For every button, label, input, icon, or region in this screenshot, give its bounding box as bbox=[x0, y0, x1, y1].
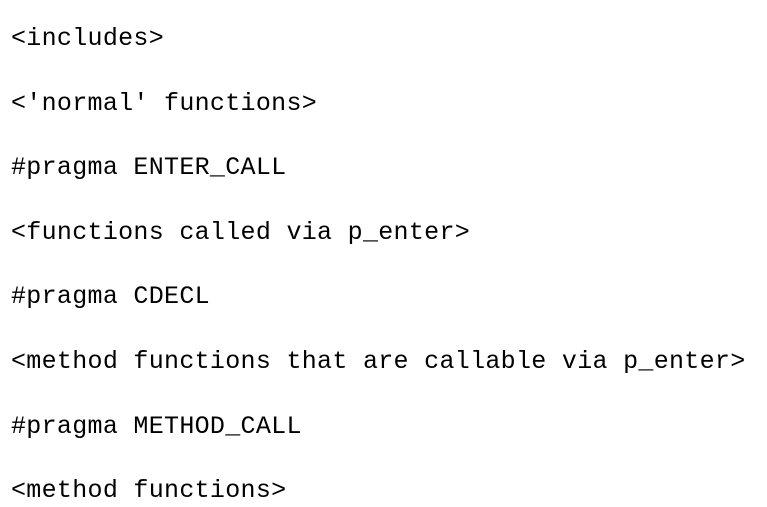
code-line: <method functions that are callable via … bbox=[11, 346, 746, 376]
code-line: <includes> bbox=[11, 24, 165, 53]
code-line: #pragma METHOD_CALL bbox=[11, 411, 302, 441]
code-line: #pragma ENTER_CALL bbox=[11, 153, 287, 183]
code-line: <method functions> bbox=[11, 476, 287, 506]
code-line: <'normal' functions> bbox=[11, 88, 318, 118]
code-line: <functions called via p_enter> bbox=[11, 217, 471, 247]
code-line: #pragma CDECL bbox=[11, 282, 210, 312]
